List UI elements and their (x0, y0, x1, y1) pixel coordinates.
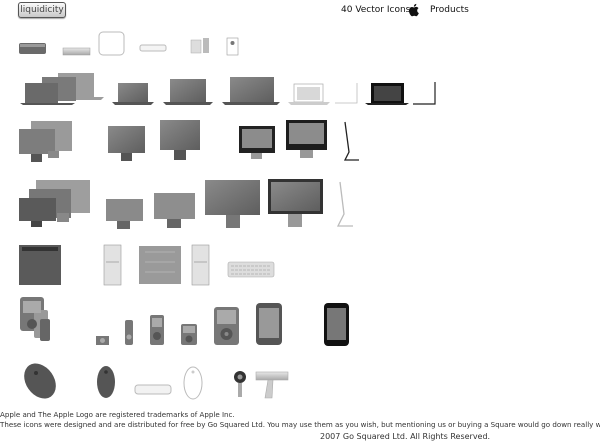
page-subtitle: Products (430, 5, 469, 15)
ipod-shuffle-small-icon (96, 336, 109, 345)
apple-logo-icon (408, 3, 419, 17)
trademark-notice: Apple and The Apple Logo are registered … (0, 410, 235, 419)
display-small-icon (106, 199, 143, 229)
mac-pro-side-icon (191, 244, 210, 286)
xserve-raid-icon (139, 246, 181, 284)
macbook-pro-17-icon (222, 77, 280, 105)
mighty-mouse-white-icon (183, 366, 203, 400)
copyright-notice: 2007 Go Squared Ltd. All Rights Reserved… (320, 432, 491, 441)
isight-icon (234, 371, 246, 397)
imac-small-icon (160, 120, 200, 160)
ipod-stack-icon (20, 297, 50, 341)
distribution-notice: These icons were designed and are distri… (0, 420, 600, 429)
mac-pro-icon (19, 245, 61, 285)
mouse-icon (97, 366, 115, 398)
airport-express-flat-icon (62, 47, 91, 56)
wireless-keyboard-icon (134, 384, 172, 395)
display-stack-icon (19, 180, 90, 227)
ipod-nano-icon (125, 320, 133, 345)
imac-side-icon (343, 121, 359, 161)
cinema-display-stack-icon (19, 121, 72, 162)
cinema-display-side-icon (336, 181, 353, 227)
macbook-black-icon (365, 83, 409, 105)
imac-black-icon (239, 126, 275, 159)
apple-tv-small-icon (226, 37, 239, 56)
ipod-touch-icon (256, 303, 282, 345)
macbook-icon (112, 83, 154, 105)
keyboard-small-icon (139, 44, 167, 52)
mighty-mouse-icon (24, 363, 56, 399)
ipod-shuffle-icon (190, 38, 209, 54)
iphone-icon (324, 303, 349, 346)
macbook-open-side-icon (413, 82, 436, 105)
macbook-white-icon (288, 83, 358, 105)
blank-square-icon (98, 31, 125, 56)
keyboard-icon (227, 261, 275, 278)
imac-icon (286, 120, 327, 158)
airport-base-icon (255, 371, 289, 399)
cinema-display-large-icon (268, 179, 323, 227)
page-title: 40 Vector Icons (341, 5, 411, 15)
cinema-display-icon (205, 180, 260, 228)
ipod-video-small-icon (181, 324, 197, 345)
display-medium-icon (154, 193, 195, 228)
mac-mini-icon (19, 43, 46, 54)
macbook-pro-icon (163, 79, 213, 105)
ipod-classic-icon (214, 307, 239, 345)
liquidicity-logo-button[interactable]: liquidicity (18, 2, 66, 18)
ipod-nano-3g-icon (150, 315, 164, 345)
macbook-stack-icon (20, 73, 104, 105)
imac-g4-icon (108, 126, 145, 161)
mac-pro-front-icon (103, 244, 122, 286)
